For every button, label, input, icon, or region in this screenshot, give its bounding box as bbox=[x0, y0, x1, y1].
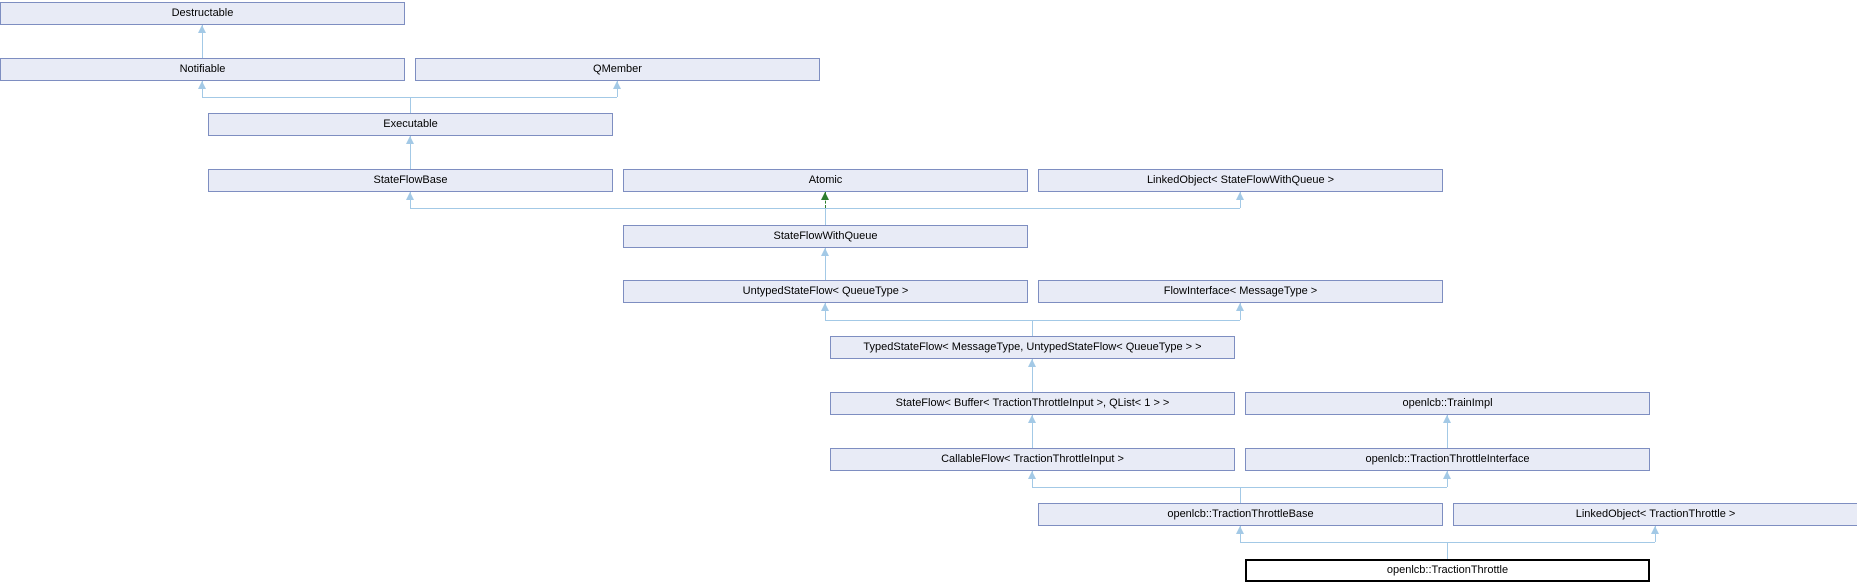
edge-tractionthrottle-to-ttbase-linkedobject-segment bbox=[1240, 542, 1655, 543]
edge-tractionthrottle-to-ttbase-linkedobject-arrowhead-icon bbox=[1650, 526, 1659, 534]
edge-tractionthrottle-to-ttbase-linkedobject-segment bbox=[1447, 542, 1448, 559]
edge-typedstateflow-to-untypedstateflow-flowinterface-arrowhead-icon bbox=[820, 303, 829, 311]
edge-callableflow-to-stateflow-buffer-segment bbox=[1032, 415, 1033, 448]
edge-stateflowwithqueue-to-stateflowbase-linkedobject-arrowhead-icon bbox=[405, 192, 414, 200]
edge-untypedstateflow-to-stateflowwithqueue-segment bbox=[825, 248, 826, 280]
edge-stateflowwithqueue-to-stateflowbase-linkedobject-arrowhead-icon bbox=[1235, 192, 1244, 200]
edge-tractionthrottle-to-ttbase-linkedobject-arrowhead-icon bbox=[1235, 526, 1244, 534]
edge-stateflow-buffer-to-typedstateflow-segment bbox=[1032, 359, 1033, 392]
edge-stateflowbase-to-executable-segment bbox=[410, 136, 411, 169]
edge-typedstateflow-to-untypedstateflow-flowinterface-segment bbox=[825, 303, 826, 320]
class-node-callableflow[interactable]: CallableFlow< TractionThrottleInput > bbox=[830, 448, 1235, 471]
edge-ttbase-to-callableflow-ttinterface-segment bbox=[1240, 487, 1241, 503]
class-node-stateflowbase[interactable]: StateFlowBase bbox=[208, 169, 613, 192]
edge-stateflowwithqueue-to-stateflowbase-linkedobject-segment bbox=[825, 208, 826, 225]
edge-tractionthrottle-to-ttbase-linkedobject-segment bbox=[1655, 526, 1656, 542]
class-node-stateflowwithqueue[interactable]: StateFlowWithQueue bbox=[623, 225, 1028, 248]
edge-typedstateflow-to-untypedstateflow-flowinterface-arrowhead-icon bbox=[1235, 303, 1244, 311]
edge-stateflowwithqueue-to-stateflowbase-linkedobject-segment bbox=[1240, 192, 1241, 208]
class-node-notifiable[interactable]: Notifiable bbox=[0, 58, 405, 81]
class-node-typedstateflow[interactable]: TypedStateFlow< MessageType, UntypedStat… bbox=[830, 336, 1235, 359]
class-node-ttinterface[interactable]: openlcb::TractionThrottleInterface bbox=[1245, 448, 1650, 471]
edge-executable-to-notifiable-qmember-arrowhead-icon bbox=[612, 81, 621, 89]
edge-ttbase-to-callableflow-ttinterface-segment bbox=[1032, 471, 1033, 487]
edge-stateflowwithqueue-to-atomic-protected-arrowhead-icon bbox=[820, 192, 829, 200]
edge-notifiable-to-destructable-arrowhead-icon bbox=[197, 25, 206, 33]
class-node-tractionthrottle: openlcb::TractionThrottle bbox=[1245, 559, 1650, 582]
class-node-linkedobject-sfwq[interactable]: LinkedObject< StateFlowWithQueue > bbox=[1038, 169, 1443, 192]
class-node-flowinterface[interactable]: FlowInterface< MessageType > bbox=[1038, 280, 1443, 303]
edge-executable-to-notifiable-qmember-segment bbox=[202, 97, 617, 98]
edge-notifiable-to-destructable-segment bbox=[202, 25, 203, 58]
edge-tractionthrottle-to-ttbase-linkedobject-segment bbox=[1240, 526, 1241, 542]
class-node-atomic[interactable]: Atomic bbox=[623, 169, 1028, 192]
class-node-linkedobject-tt[interactable]: LinkedObject< TractionThrottle > bbox=[1453, 503, 1857, 526]
edge-stateflowwithqueue-to-stateflowbase-linkedobject-segment bbox=[410, 192, 411, 208]
edge-ttbase-to-callableflow-ttinterface-segment bbox=[1032, 487, 1447, 488]
edge-ttbase-to-callableflow-ttinterface-arrowhead-icon bbox=[1027, 471, 1036, 479]
edge-stateflowbase-to-executable-arrowhead-icon bbox=[405, 136, 414, 144]
edge-untypedstateflow-to-stateflowwithqueue-arrowhead-icon bbox=[820, 248, 829, 256]
edge-executable-to-notifiable-qmember-arrowhead-icon bbox=[197, 81, 206, 89]
edge-callableflow-to-stateflow-buffer-arrowhead-icon bbox=[1027, 415, 1036, 423]
edge-stateflowwithqueue-to-stateflowbase-linkedobject-segment bbox=[410, 208, 1240, 209]
class-node-trainimpl[interactable]: openlcb::TrainImpl bbox=[1245, 392, 1650, 415]
edge-ttbase-to-callableflow-ttinterface-segment bbox=[1447, 471, 1448, 487]
edge-typedstateflow-to-untypedstateflow-flowinterface-segment bbox=[825, 320, 1240, 321]
edge-ttinterface-to-trainimpl-segment bbox=[1447, 415, 1448, 448]
edge-typedstateflow-to-untypedstateflow-flowinterface-segment bbox=[1240, 303, 1241, 320]
edge-executable-to-notifiable-qmember-segment bbox=[202, 81, 203, 97]
edge-ttbase-to-callableflow-ttinterface-arrowhead-icon bbox=[1442, 471, 1451, 479]
edge-executable-to-notifiable-qmember-segment bbox=[617, 81, 618, 97]
edge-stateflow-buffer-to-typedstateflow-arrowhead-icon bbox=[1027, 359, 1036, 367]
edge-executable-to-notifiable-qmember-segment bbox=[410, 97, 411, 113]
class-node-qmember[interactable]: QMember bbox=[415, 58, 820, 81]
class-node-executable[interactable]: Executable bbox=[208, 113, 613, 136]
edge-stateflowwithqueue-to-atomic-protected-segment bbox=[825, 192, 826, 208]
class-node-stateflow-buffer[interactable]: StateFlow< Buffer< TractionThrottleInput… bbox=[830, 392, 1235, 415]
class-node-destructable[interactable]: Destructable bbox=[0, 2, 405, 25]
edge-ttinterface-to-trainimpl-arrowhead-icon bbox=[1442, 415, 1451, 423]
class-node-ttbase[interactable]: openlcb::TractionThrottleBase bbox=[1038, 503, 1443, 526]
class-node-untypedstateflow[interactable]: UntypedStateFlow< QueueType > bbox=[623, 280, 1028, 303]
edge-typedstateflow-to-untypedstateflow-flowinterface-segment bbox=[1032, 320, 1033, 336]
